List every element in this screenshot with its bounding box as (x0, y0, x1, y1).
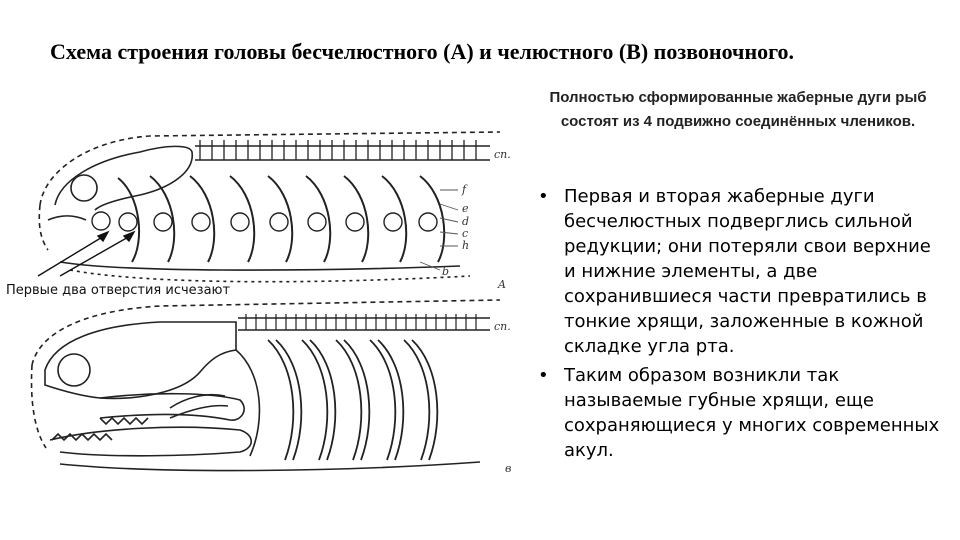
gill-openings-a (91, 211, 438, 232)
bullet-list: • Первая и вторая жаберные дуги бесчелюст… (538, 184, 948, 467)
label-b-diagram: в (505, 462, 511, 475)
slide-title: Схема строения головы бесчелюстного (А) … (50, 39, 795, 64)
label-cn-bottom: сп. (494, 320, 511, 333)
label-h: h (462, 239, 469, 252)
bullet-item: • Таким образом возникли так называемые г… (538, 363, 948, 463)
head-diagram: f e d c h b сп. A (30, 131, 511, 475)
label-f: f (461, 183, 468, 196)
gill-arches-b (267, 339, 439, 461)
notochord-ticks-b (245, 314, 477, 330)
slide-subtitle: Полностью сформированные жаберные дуги р… (549, 89, 927, 130)
figure-caption: Первые два отверстия исчезают (6, 283, 231, 298)
bullet-text: Первая и вторая жаберные дуги бесчелюстн… (564, 186, 931, 357)
bullet-marker: • (538, 186, 549, 207)
skull-b (44, 321, 237, 400)
label-cn-top: сп. (494, 148, 511, 161)
label-c: c (462, 227, 468, 240)
diagram-b (30, 299, 501, 472)
bullet-text: Таким образом возникли так называемые гу… (564, 365, 940, 461)
label-pointers (419, 189, 459, 271)
label-a: A (497, 278, 506, 291)
skull-a (54, 145, 193, 211)
label-e: e (462, 202, 469, 215)
label-d: d (462, 215, 469, 228)
notochord-ticks-a (199, 140, 477, 160)
label-b: b (442, 265, 449, 278)
bullet-marker: • (538, 365, 549, 386)
bullet-item: • Первая и вторая жаберные дуги бесчелюст… (538, 184, 948, 359)
diagram-a (38, 131, 501, 283)
gill-arches-a (117, 175, 446, 263)
caption-arrows (37, 230, 136, 277)
